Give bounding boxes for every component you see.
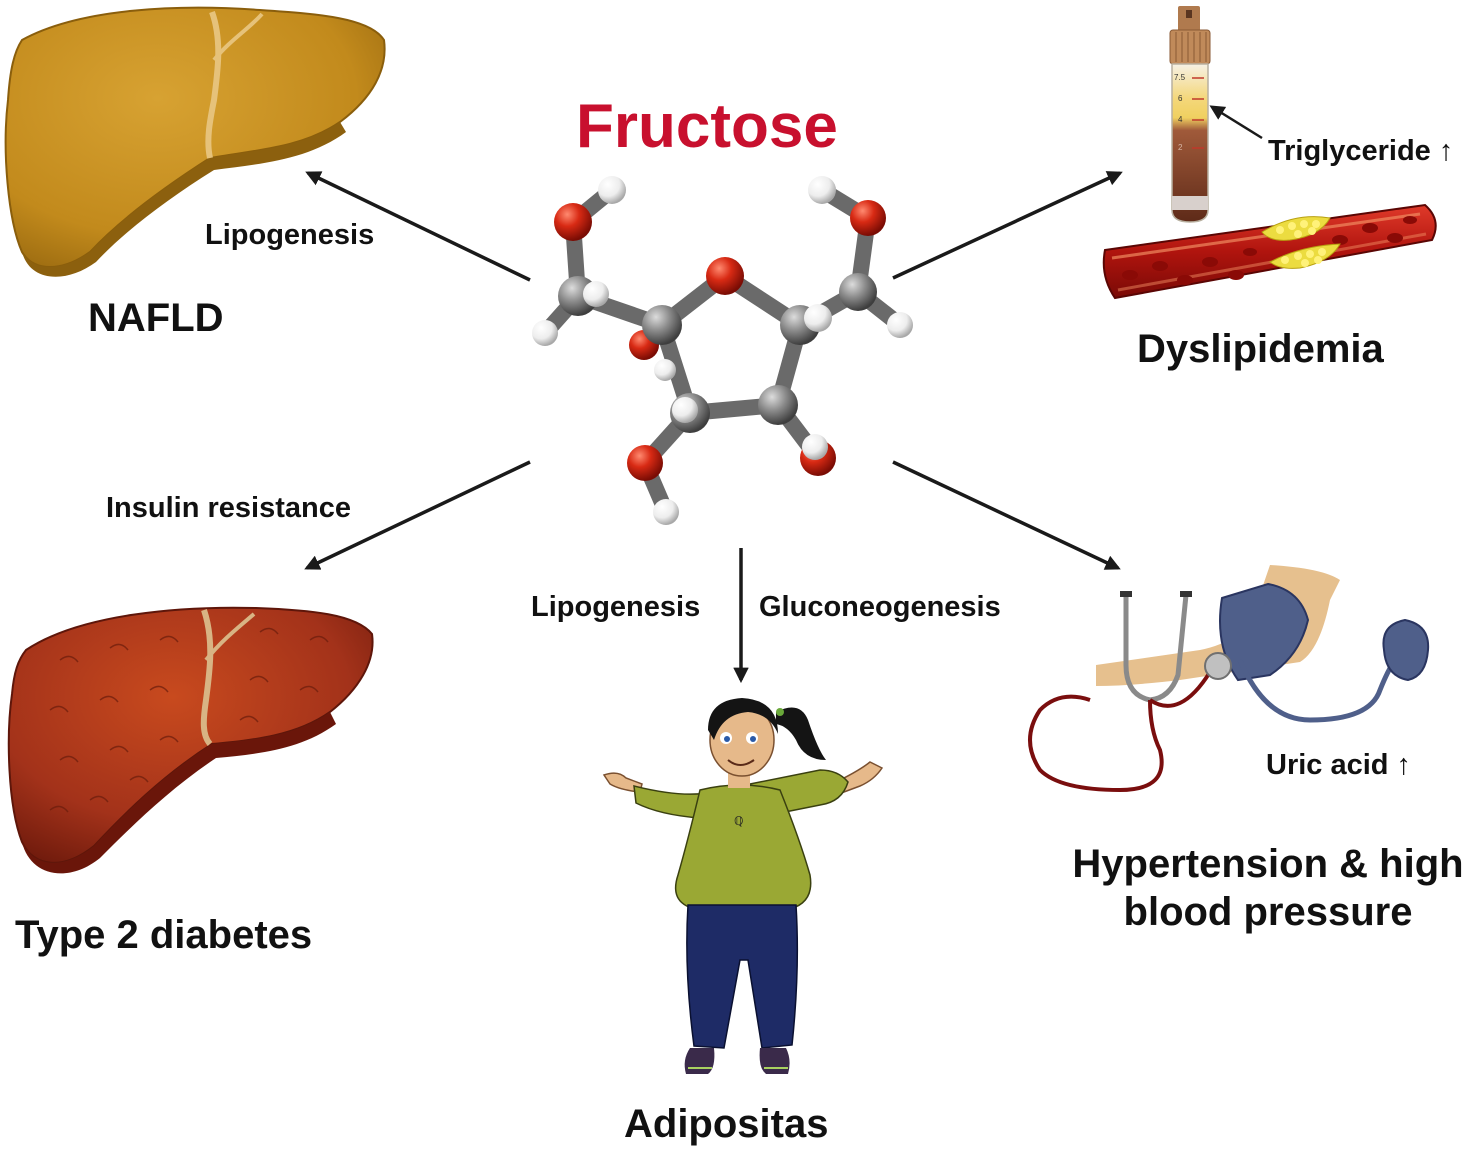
hypertension-label-line2: blood pressure bbox=[1123, 890, 1413, 934]
uric-acid-label: Uric acid ↑ bbox=[1266, 749, 1412, 781]
arrow-triglyceride bbox=[1209, 105, 1263, 140]
nafld-process-label: Lipogenesis bbox=[205, 219, 375, 251]
blood-vessel-plaque-icon bbox=[1102, 203, 1437, 300]
arrow-to-dyslipidemia bbox=[892, 171, 1123, 280]
arrows bbox=[304, 105, 1263, 684]
adipositas-process-right-label: Gluconeogenesis bbox=[759, 591, 1001, 623]
tube-scale-4: 2 bbox=[1178, 143, 1183, 152]
nafld-label: NAFLD bbox=[88, 296, 224, 340]
fructose-molecule-icon bbox=[532, 176, 913, 525]
diabetes-label: Type 2 diabetes bbox=[15, 913, 313, 957]
arrow-to-diabetes bbox=[304, 460, 531, 570]
diabetic-liver-icon bbox=[7, 606, 374, 874]
person-obese-icon: ℚ bbox=[602, 698, 884, 1074]
tube-scale-3: 4 bbox=[1178, 115, 1183, 124]
tube-scale-1: 7.5 bbox=[1174, 73, 1186, 82]
triglyceride-label: Triglyceride ↑ bbox=[1268, 135, 1454, 167]
diabetes-process-label: Insulin resistance bbox=[106, 492, 351, 524]
svg-text:ℚ: ℚ bbox=[734, 814, 743, 828]
blood-pressure-cuff-icon bbox=[1096, 565, 1430, 723]
adipositas-process-left-label: Lipogenesis bbox=[531, 591, 701, 623]
arrow-to-nafld bbox=[305, 171, 531, 282]
dyslipidemia-label: Dyslipidemia bbox=[1137, 327, 1384, 371]
tube-scale-2: 6 bbox=[1178, 94, 1183, 103]
arrow-to-hypertension bbox=[892, 460, 1121, 570]
fatty-liver-icon bbox=[4, 6, 386, 277]
hypertension-label-line1: Hypertension & high bbox=[1072, 842, 1464, 886]
diagram-title: Fructose bbox=[576, 92, 838, 161]
blood-tube-icon: 7.5 6 4 2 bbox=[1169, 6, 1211, 223]
adipositas-label: Adipositas bbox=[624, 1102, 829, 1146]
stethoscope-icon bbox=[1028, 591, 1232, 793]
